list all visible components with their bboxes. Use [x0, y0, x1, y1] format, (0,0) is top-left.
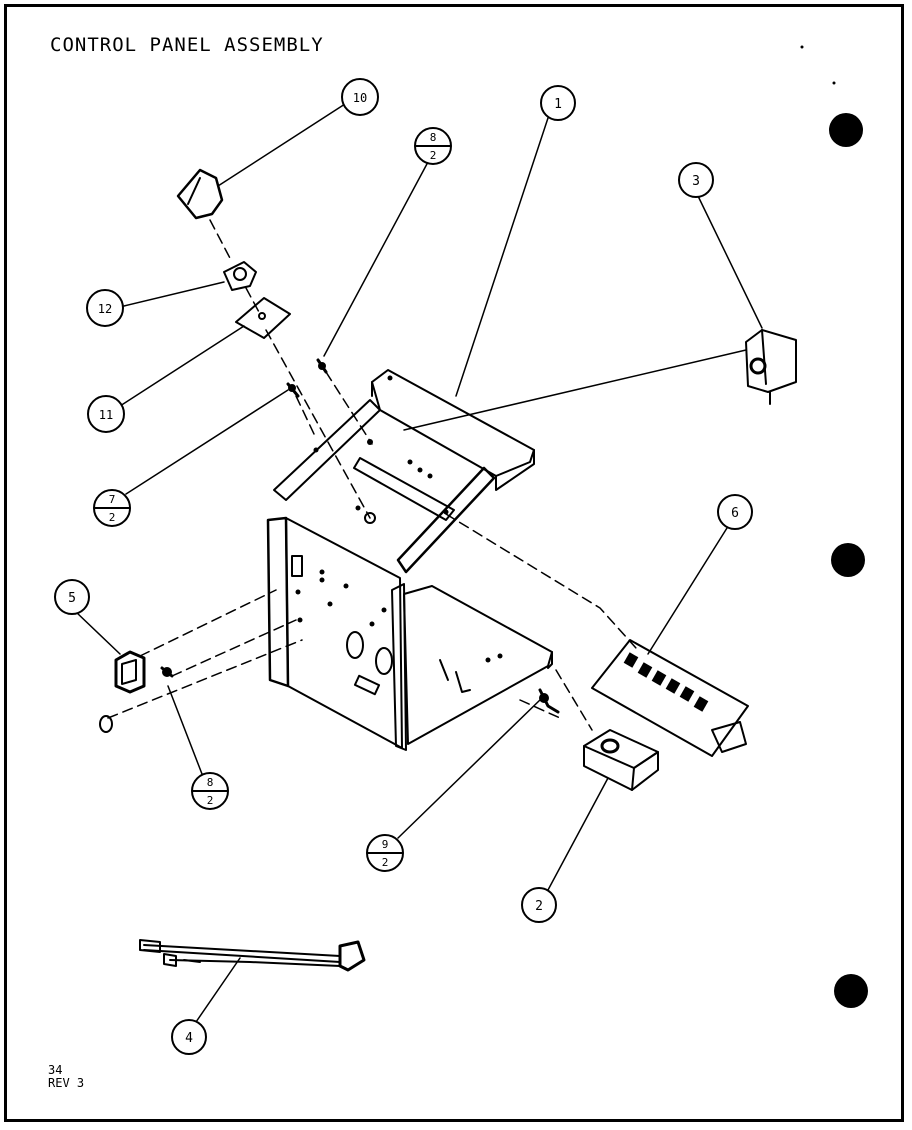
fraction-top: 8	[430, 131, 437, 144]
binder-hole-top	[829, 113, 863, 147]
part-11-plate	[235, 297, 291, 339]
fraction-top: 9	[382, 838, 389, 851]
fraction-bottom: 2	[382, 856, 389, 869]
callout-bubble: 3	[678, 162, 714, 198]
part-4-wire-harness	[139, 939, 366, 972]
callout-bubble: 5	[54, 579, 90, 615]
binder-holes	[800, 45, 868, 1008]
part-6-control-board	[591, 639, 749, 757]
fraction-bottom: 2	[430, 149, 437, 162]
speck-mark	[800, 45, 804, 49]
callout-label: 2	[535, 899, 543, 914]
binder-hole-middle	[831, 543, 865, 577]
part-12-washer	[223, 261, 257, 291]
fraction-callout: 7 2	[93, 489, 131, 527]
top-tray-lip	[371, 381, 535, 491]
part-5-rocker-switch	[114, 650, 146, 694]
callout-label: 1	[554, 97, 562, 112]
panel-screw-holes	[295, 375, 503, 663]
screws	[160, 358, 560, 714]
control-box-chassis	[266, 369, 553, 751]
fraction-top: 7	[109, 493, 116, 506]
top-rail-front	[396, 466, 496, 574]
binder-hole-bottom	[834, 974, 868, 1008]
callout-bubble: 12	[86, 289, 124, 327]
callout-label: 3	[692, 174, 700, 189]
fraction-bottom: 2	[207, 794, 214, 807]
page-title: CONTROL PANEL ASSEMBLY	[50, 34, 324, 56]
fraction-bottom: 2	[109, 511, 116, 524]
callout-label: 6	[731, 506, 739, 521]
revision-label: REV 3	[48, 1076, 85, 1090]
callout-bubble: 2	[521, 887, 557, 923]
part-3-relay	[745, 329, 797, 405]
page-footer: 34 REV 3	[48, 1064, 84, 1090]
fraction-callout: 8 2	[414, 127, 452, 165]
callout-bubble: 6	[717, 494, 753, 530]
fraction-callout: 8 2	[191, 772, 229, 810]
part-2-switch-body	[583, 729, 659, 791]
part-10-knob	[176, 168, 224, 220]
page-number: 34	[48, 1063, 63, 1077]
callout-bubble: 10	[341, 78, 379, 116]
base-bracket	[439, 659, 471, 693]
callout-label: 10	[353, 91, 367, 105]
base-plate	[403, 585, 553, 745]
callout-bubble: 11	[87, 395, 125, 433]
switch-cutout	[291, 555, 303, 577]
top-tray	[371, 369, 535, 477]
callout-bubble: 4	[171, 1019, 207, 1055]
speck-mark	[832, 81, 836, 85]
top-opening	[353, 457, 455, 521]
page-border	[4, 4, 904, 1122]
knockout-hole	[375, 647, 393, 675]
callout-label: 11	[99, 408, 113, 422]
fraction-top: 8	[207, 776, 214, 789]
callout-label: 12	[98, 302, 112, 316]
knockout-hole	[346, 631, 364, 659]
mount-grommet	[364, 512, 376, 524]
assembly-lines	[107, 219, 747, 731]
base-plate-lip	[547, 651, 553, 669]
front-panel-flange-left	[266, 516, 290, 688]
callout-bubble: 1	[540, 85, 576, 121]
callout-label: 5	[68, 591, 76, 606]
plug-button	[99, 715, 113, 733]
fraction-callout: 9 2	[366, 834, 404, 872]
callout-label: 4	[185, 1031, 193, 1046]
front-panel-flange-right	[391, 583, 407, 751]
leader-lines	[75, 103, 763, 1023]
slot-cutout	[353, 674, 381, 696]
